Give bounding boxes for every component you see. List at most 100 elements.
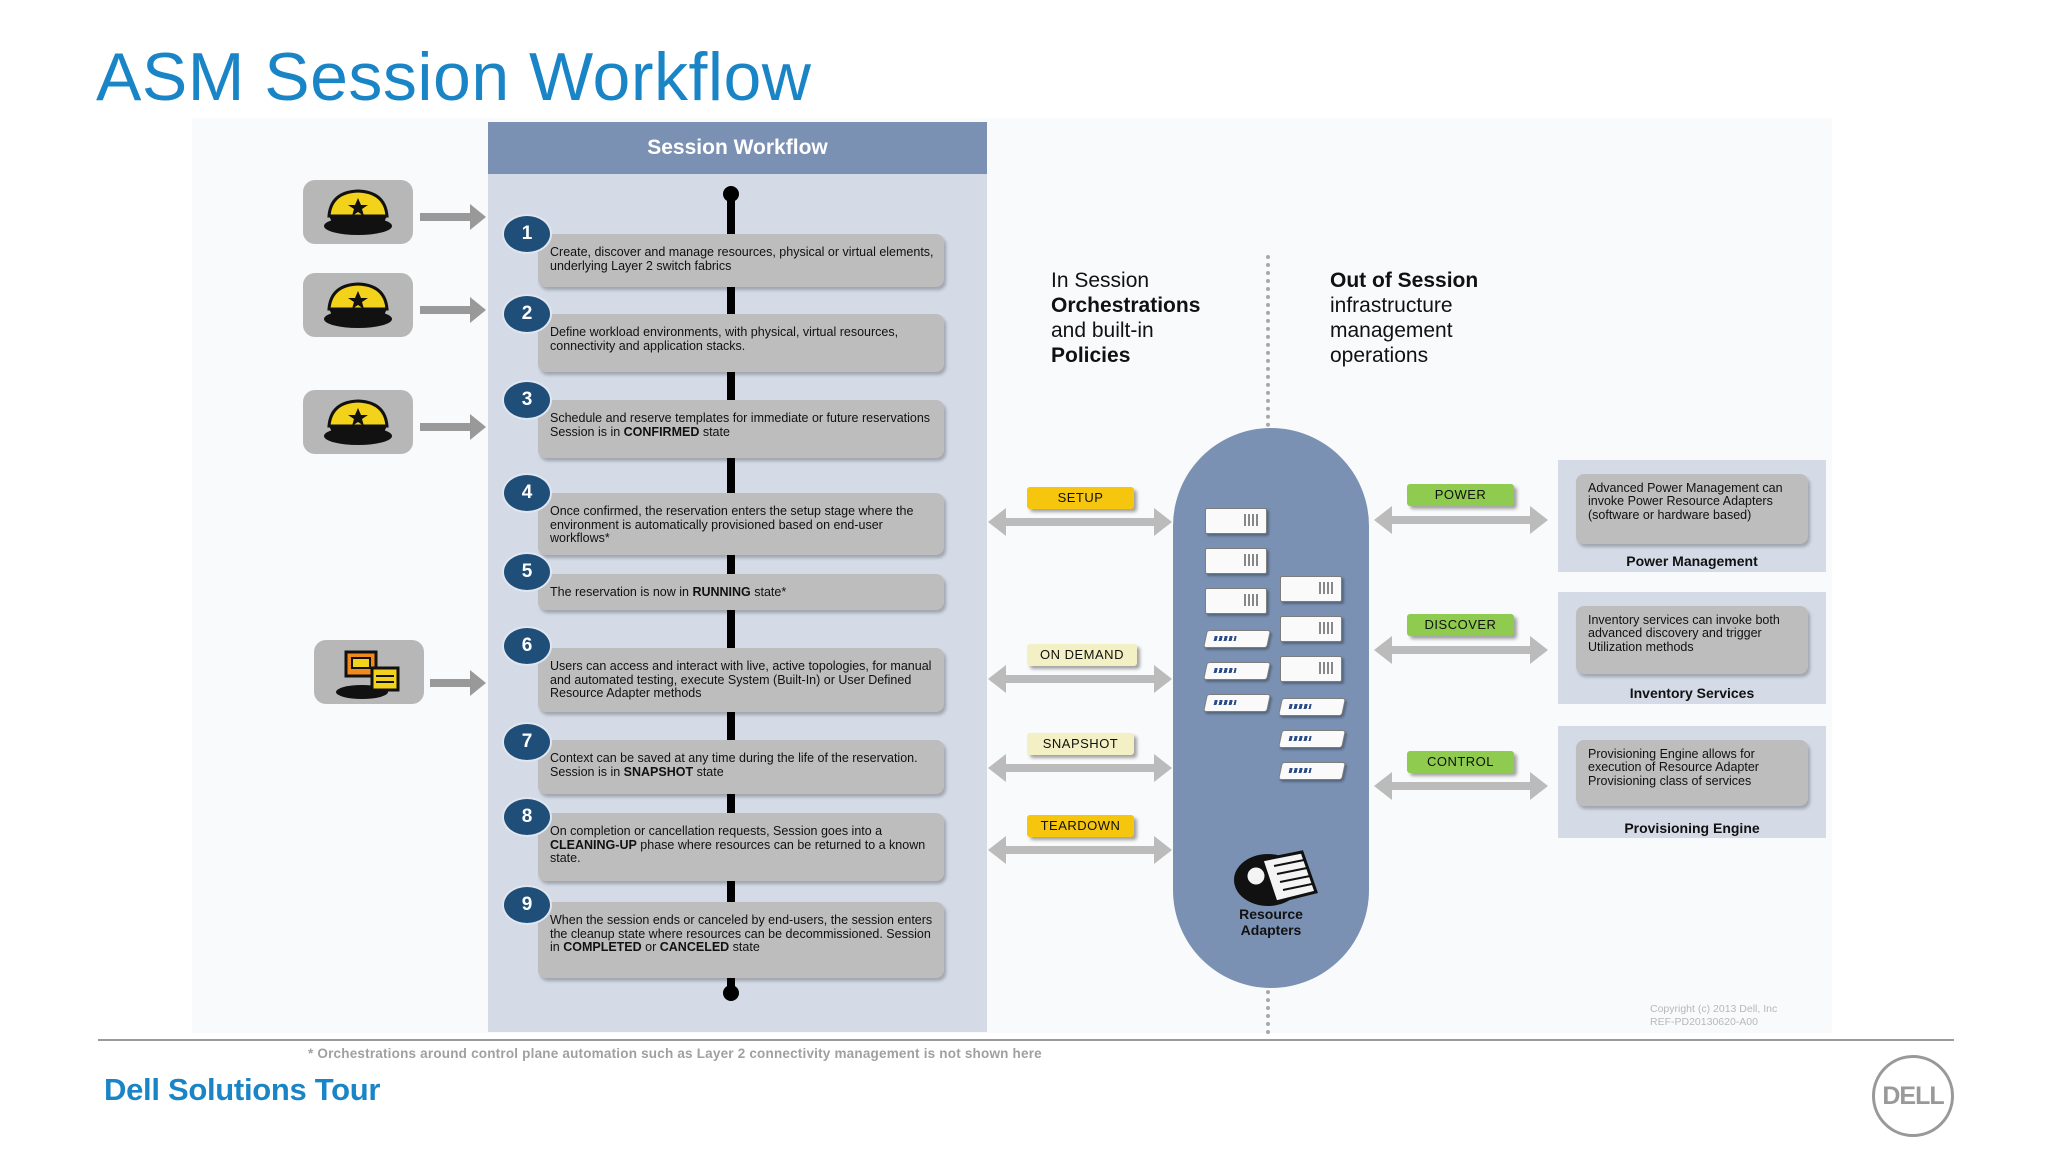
step-text-part: RUNNING: [692, 585, 751, 599]
step-text-part: state: [729, 940, 760, 955]
workflow-step-4-description: Once confirmed, the reservation enters t…: [538, 493, 944, 555]
out-session-line-2: infrastructure: [1330, 294, 1453, 317]
switch-icon: [1203, 662, 1271, 680]
step-text-part: or: [641, 940, 660, 955]
workflow-step-2-number: 2: [502, 294, 552, 334]
switch-icon: [1203, 630, 1271, 648]
session-workflow-header: Session Workflow: [488, 122, 987, 174]
setup-badge: SETUP: [1027, 487, 1134, 509]
in-session-line-2: Orchestrations: [1051, 294, 1201, 317]
actor-admin-3: [303, 390, 413, 454]
step-text-part: state*: [750, 585, 787, 599]
power-management-label: Power Management: [1626, 553, 1758, 569]
actor-arrow-4: [430, 670, 486, 696]
power-management-description: Advanced Power Management can invoke Pow…: [1576, 474, 1808, 544]
in-session-line-4: Policies: [1051, 344, 1131, 367]
timeline-start-dot: [723, 186, 739, 202]
police-hat-icon: [324, 399, 392, 445]
step-text-part: phase where resources can be returned to…: [550, 837, 926, 866]
step-text-part: CONFIRMED: [623, 424, 700, 439]
step-text-part: Once confirmed, the reservation enters t…: [550, 504, 914, 546]
step-text-part: CLEANING-UP: [550, 837, 637, 852]
teardown-arrow: [988, 836, 1172, 864]
resource-adapters-label: Resource Adapters: [1206, 906, 1336, 938]
actor-admin-2: [303, 273, 413, 337]
provisioning-engine-description: Provisioning Engine allows for execution…: [1576, 740, 1808, 806]
on-demand-arrow: [988, 665, 1172, 693]
workflow-step-3-number: 3: [502, 380, 552, 420]
server-icon: [1280, 616, 1342, 642]
workflow-step-9-description: When the session ends or canceled by end…: [538, 902, 944, 978]
setup-arrow: [988, 508, 1172, 536]
actor-arrow-3: [420, 414, 486, 440]
snapshot-badge: SNAPSHOT: [1027, 733, 1134, 755]
step-text-part: CANCELED: [659, 940, 730, 955]
copyright-line-2: REF-PD20130620-A00: [1650, 1016, 1758, 1028]
teardown-badge: TEARDOWN: [1027, 815, 1134, 837]
power-arrow: [1374, 506, 1548, 534]
control-badge: CONTROL: [1407, 751, 1514, 773]
workflow-step-6-description: Users can access and interact with live,…: [538, 648, 944, 712]
snapshot-arrow: [988, 754, 1172, 782]
footer-divider: [98, 1039, 1954, 1041]
inventory-services-description: Inventory services can invoke both advan…: [1576, 606, 1808, 674]
out-session-line-3: management: [1330, 319, 1453, 342]
step-text-part: Schedule and reserve templates for immed…: [550, 411, 931, 439]
switch-icon: [1278, 730, 1346, 748]
copyright-note: Copyright (c) 2013 Dell, Inc REF-PD20130…: [1650, 1003, 1777, 1029]
in-session-line-3: and built-in: [1051, 319, 1154, 342]
step-text-part: Define workload environments, with physi…: [550, 325, 899, 353]
step-text-part: Users can access and interact with live,…: [550, 659, 932, 701]
workflow-step-5-number: 5: [502, 552, 552, 592]
workflow-step-8-number: 8: [502, 797, 552, 837]
brand-footer: Dell Solutions Tour: [104, 1072, 381, 1107]
police-hat-icon: [324, 189, 392, 235]
server-icon: [1205, 548, 1267, 574]
workflow-step-1-number: 1: [502, 214, 552, 254]
switch-icon: [1203, 694, 1271, 712]
server-icon: [1280, 576, 1342, 602]
workflow-step-7-description: Context can be saved at any time during …: [538, 740, 944, 794]
step-text-part: On completion or cancellation requests, …: [550, 824, 883, 838]
on-demand-badge: ON DEMAND: [1027, 644, 1137, 666]
step-text-part: COMPLETED: [563, 940, 642, 955]
workflow-step-5-description: The reservation is now in RUNNING state*: [538, 574, 944, 610]
server-icon: [1205, 588, 1267, 614]
server-icon: [1280, 656, 1342, 682]
workflow-step-7-number: 7: [502, 722, 552, 762]
dell-logo: DELL: [1872, 1055, 1954, 1137]
actor-arrow-1: [420, 204, 486, 230]
out-session-line-1: Out of Session: [1330, 269, 1479, 292]
workflow-step-9-number: 9: [502, 885, 552, 925]
timeline-end-dot: [723, 985, 739, 1001]
footnote: * Orchestrations around control plane au…: [308, 1046, 1042, 1061]
user-with-packages-icon: [336, 650, 400, 699]
copyright-line-1: Copyright (c) 2013 Dell, Inc: [1650, 1003, 1778, 1015]
step-text-part: state: [699, 424, 730, 439]
switch-icon: [1278, 762, 1346, 780]
resource-adapters-label-line-2: Adapters: [1240, 922, 1302, 938]
actor-arrow-2: [420, 297, 486, 323]
inventory-services-label: Inventory Services: [1629, 685, 1755, 701]
actor-admin-1: [303, 180, 413, 244]
server-icon: [1205, 508, 1267, 534]
step-text-part: Context can be saved at any time during …: [550, 751, 918, 779]
step-text-part: SNAPSHOT: [623, 764, 694, 779]
discover-badge: DISCOVER: [1407, 614, 1514, 636]
step-text-part: Create, discover and manage resources, p…: [550, 245, 934, 273]
in-session-heading: In Session Orchestrations and built-in P…: [1051, 268, 1200, 368]
workflow-step-8-description: On completion or cancellation requests, …: [538, 813, 944, 881]
workflow-step-6-number: 6: [502, 626, 552, 666]
police-hat-icon: [324, 282, 392, 328]
workflow-step-2-description: Define workload environments, with physi…: [538, 314, 944, 372]
discover-arrow: [1374, 636, 1548, 664]
in-session-line-1: In Session: [1051, 269, 1150, 292]
step-text-part: state: [693, 764, 724, 779]
out-session-line-4: operations: [1330, 344, 1429, 367]
actor-end-user: [314, 640, 424, 704]
step-text-part: When the session ends or canceled by end…: [550, 913, 933, 955]
power-badge: POWER: [1407, 484, 1514, 506]
control-arrow: [1374, 772, 1548, 800]
workflow-step-1-description: Create, discover and manage resources, p…: [538, 234, 944, 287]
resource-adapters-label-line-1: Resource: [1239, 906, 1303, 922]
